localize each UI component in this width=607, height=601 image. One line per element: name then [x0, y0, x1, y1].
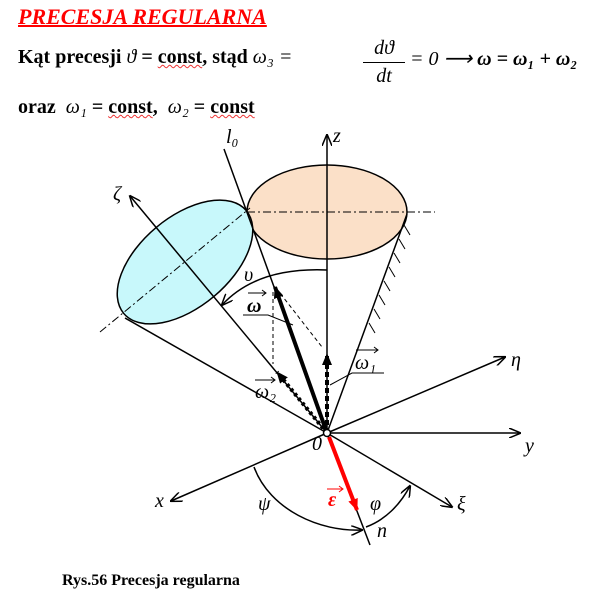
denominator: dt — [376, 65, 392, 87]
xi-axis — [326, 432, 452, 507]
omega2-symbol: ω₂ — [167, 96, 189, 118]
vector-equation: ω = ω₁ + ω₂ — [477, 48, 578, 70]
xi-axis-label: ξ — [457, 493, 466, 515]
epsilon-label: ε — [328, 489, 337, 511]
nu-angle-label: υ — [244, 264, 253, 286]
hatching — [368, 224, 411, 334]
derivative-fraction: dϑ dt — [363, 37, 405, 88]
figure-caption: Rys.56 Precesja regularna — [62, 572, 240, 589]
eta-axis — [326, 357, 505, 434]
omega1-symbol: ω₁ — [65, 96, 87, 118]
omega1-leader — [329, 372, 384, 386]
omega2-label: ω₂ — [255, 381, 276, 403]
z-axis-label: z — [332, 125, 341, 147]
text-oraz: oraz — [18, 96, 56, 118]
omega-label: ω — [247, 295, 261, 317]
body-cone-centerline — [99, 207, 251, 333]
result-text: = 0 ⟶ — [410, 48, 473, 70]
equation-line-2: oraz ω₁ = const, ω₂ = const — [18, 96, 255, 119]
psi-angle-arc — [253, 466, 362, 530]
origin-label: 0 — [312, 433, 322, 455]
x-axis-label: x — [154, 490, 164, 512]
phi-angle-label: φ — [370, 493, 381, 515]
space-cone-edge-right — [326, 213, 408, 434]
epsilon-vector — [327, 436, 359, 511]
zeta-axis — [130, 196, 328, 434]
omega-leader — [243, 314, 294, 326]
x-axis — [171, 432, 328, 501]
const-word: const — [210, 96, 255, 118]
fraction-bar — [363, 62, 405, 63]
comma: , — [152, 96, 158, 118]
zeta-axis-label: ζ — [113, 183, 123, 205]
const-word: const — [108, 96, 153, 118]
phi-angle-arc — [365, 486, 410, 528]
n-line-label: n — [377, 520, 387, 542]
const-word: const — [157, 46, 203, 68]
l0-axis-label: l₀ — [226, 126, 239, 148]
omega3-label: ω₃ = — [252, 46, 293, 68]
omega-vector — [273, 286, 329, 434]
psi-angle-label: ψ — [258, 493, 271, 515]
dashed-construction-diagonal — [275, 287, 323, 348]
theta-symbol: ϑ — [126, 46, 137, 68]
equals: = — [188, 96, 211, 118]
equation-result: = 0 ⟶ ω = ω₁ + ω₂ — [410, 46, 577, 71]
equals: = — [136, 46, 158, 68]
nu-angle-arc — [222, 269, 328, 305]
vector-label-arrows — [248, 289, 379, 493]
omega2-vector — [275, 370, 329, 435]
origin-point — [322, 428, 332, 438]
numerator: dϑ — [374, 37, 394, 59]
text-prefix: Kąt precesji — [18, 46, 122, 68]
y-axis-label: y — [523, 435, 534, 457]
omega1-label: ω₁ — [355, 352, 376, 374]
equation-line-1: Kąt precesji ϑ = const, stąd ω₃ = — [18, 46, 292, 69]
eta-axis-label: η — [511, 349, 521, 371]
equals: = — [86, 96, 109, 118]
text-suffix: , stąd — [202, 46, 248, 68]
page-title: PRECESJA REGULARNA — [18, 4, 267, 29]
body-cone-edge-lower — [124, 317, 328, 434]
